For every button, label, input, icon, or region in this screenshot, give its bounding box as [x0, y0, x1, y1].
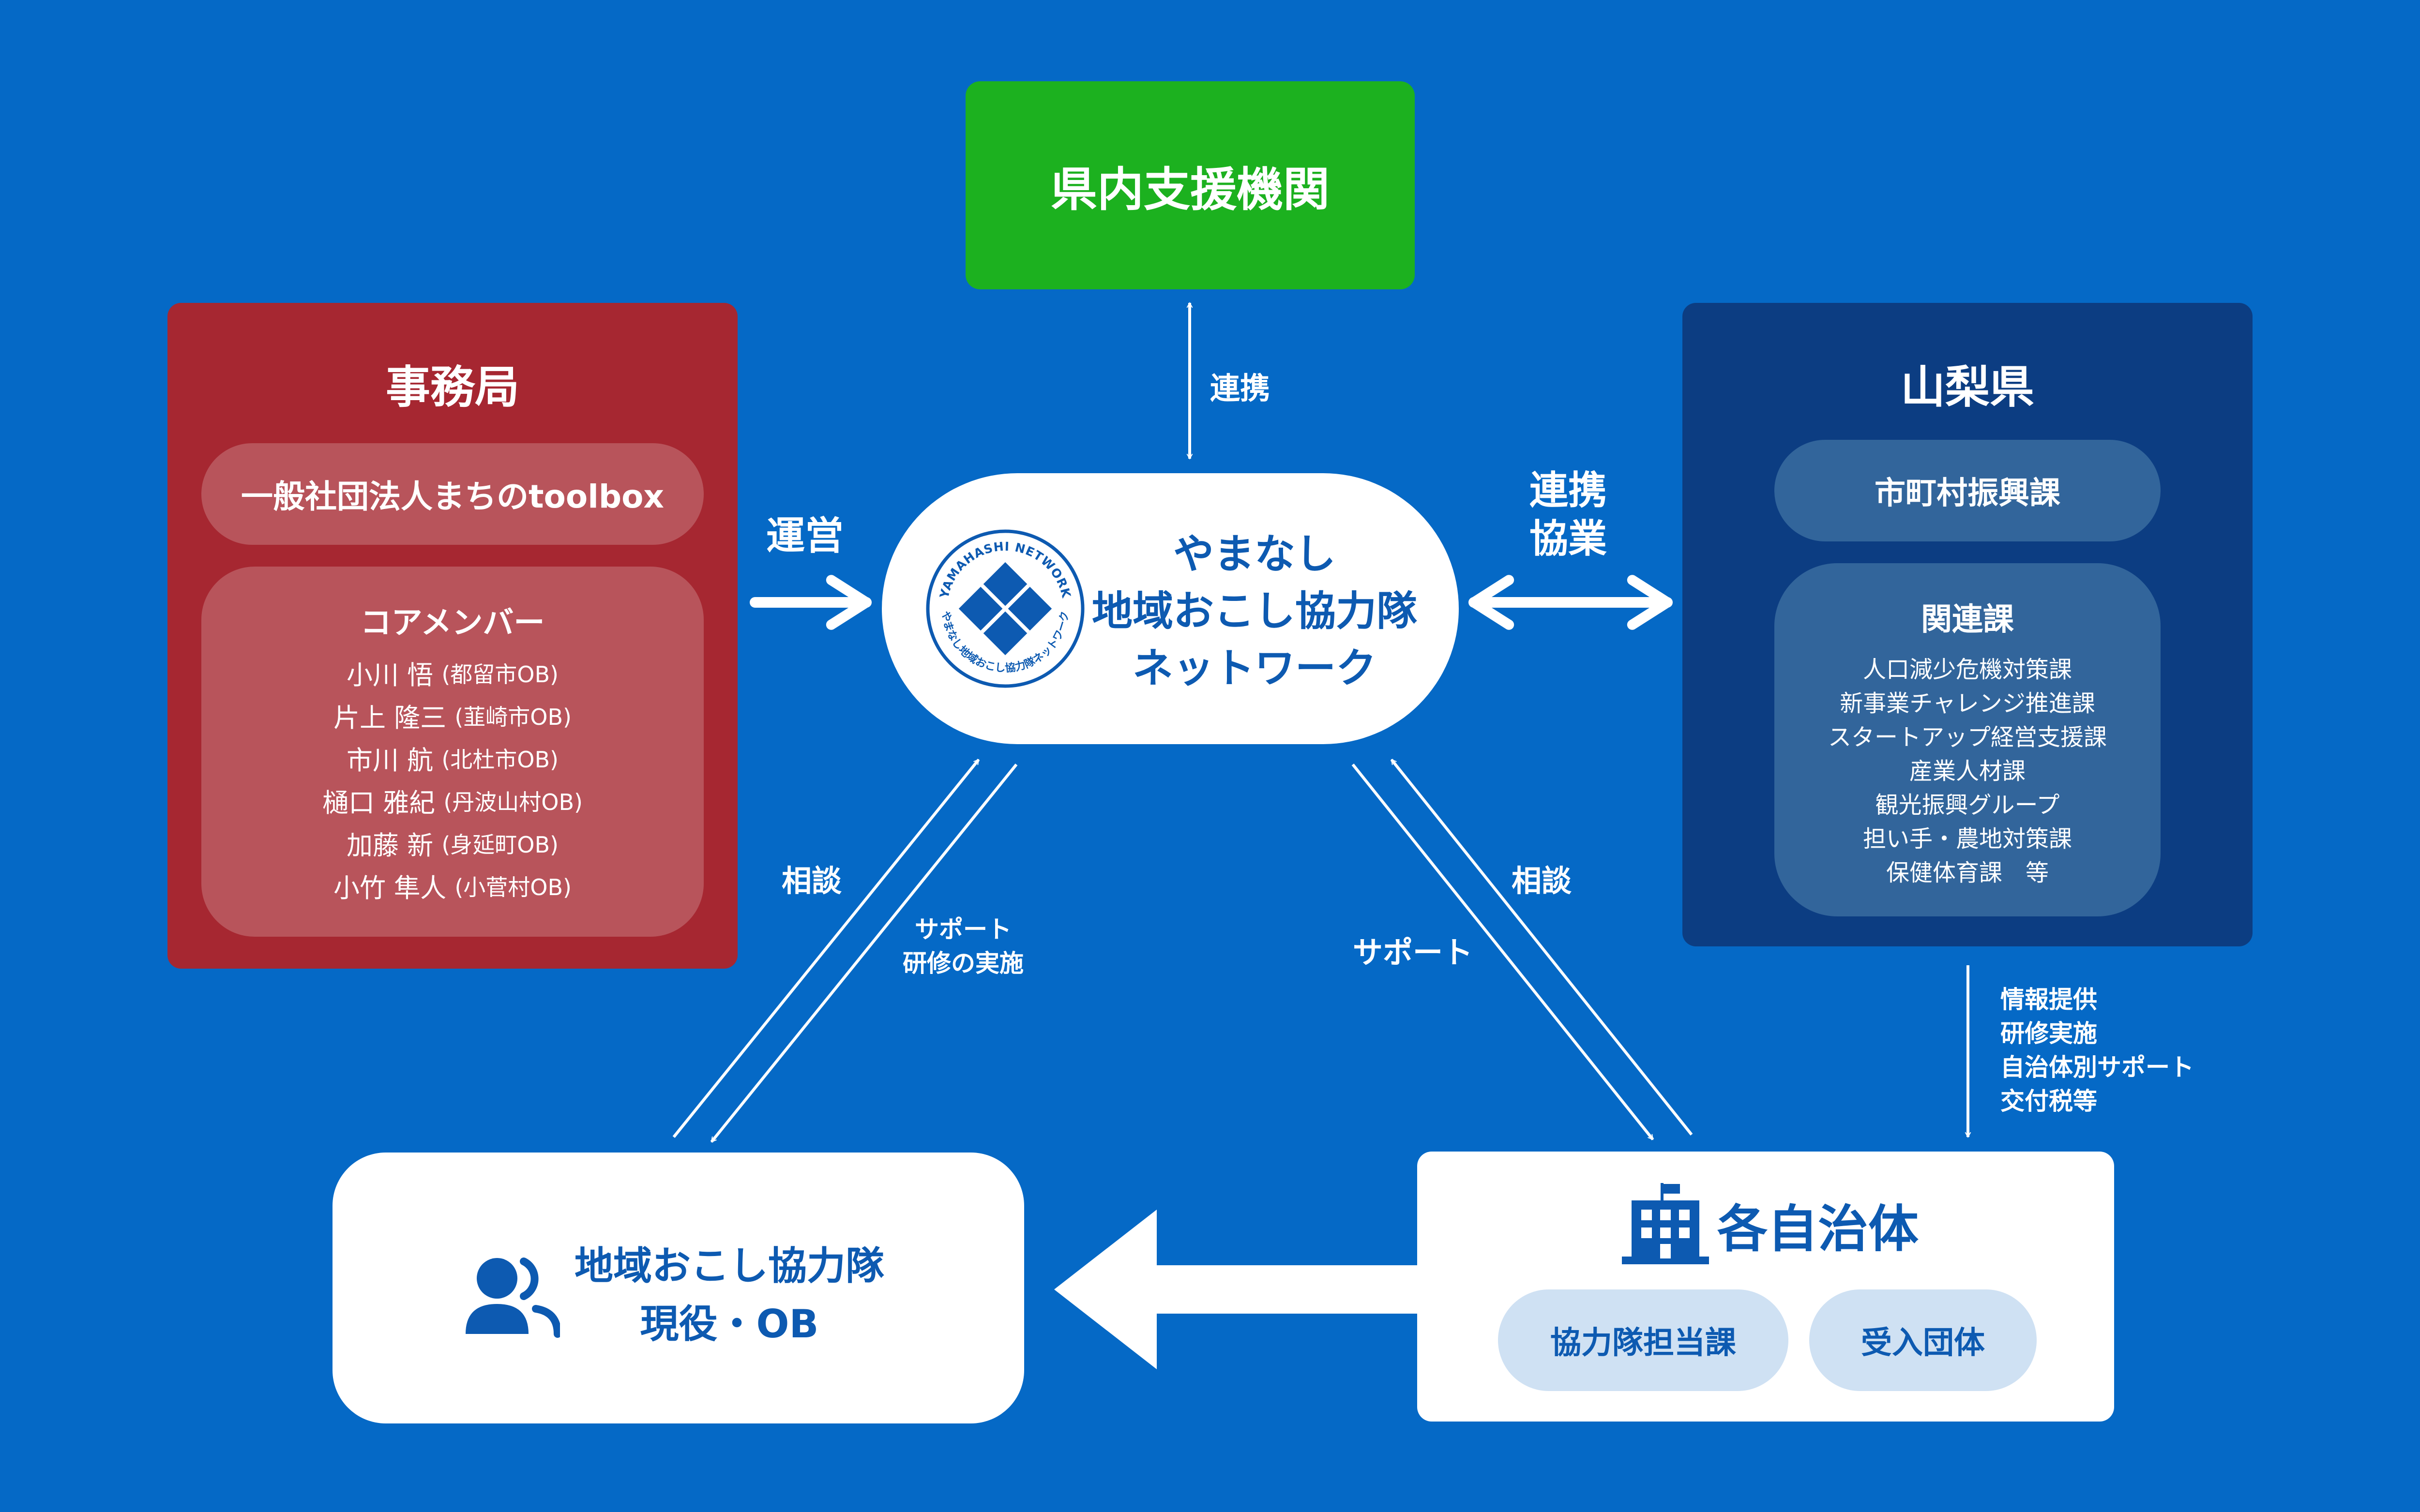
- users-icon: [466, 1258, 560, 1338]
- support-org-title: 県内支援機関: [1051, 162, 1330, 217]
- label-unei: 運営: [766, 513, 844, 558]
- member-item: 加藤 新 (身延町OB): [346, 830, 559, 861]
- label-info-2: 研修実施: [2000, 1019, 2097, 1048]
- member-item: 樋口 雅紀 (丹波山村OB): [322, 788, 583, 818]
- members-line-1: 地域おこし協力隊: [575, 1243, 884, 1288]
- member-item: 小竹 隼人 (小菅村OB): [333, 873, 572, 903]
- members-box: 地域おこし協力隊 現役・OB: [333, 1153, 1024, 1423]
- dept-item: 保健体育課 等: [1886, 859, 2049, 886]
- support-org-box: 県内支援機関: [966, 81, 1415, 289]
- support-right-arrow: [1351, 763, 1654, 1140]
- dept-item: 人口減少危機対策課: [1862, 656, 2072, 683]
- label-soudan-right: 相談: [1512, 863, 1572, 898]
- network-line-3: ネットワーク: [1132, 644, 1376, 692]
- label-renkei: 連携: [1529, 468, 1607, 513]
- network-line-1: やまなし: [1173, 530, 1336, 578]
- dept-item: 担い手・農地対策課: [1862, 825, 2072, 853]
- secretariat-panel: 事務局 一般社団法人まちのtoolbox コアメンバー 小川 悟 (都留市OB)…: [167, 303, 738, 969]
- member-item: 片上 隆三 (韮崎市OB): [333, 703, 572, 733]
- label-support-left-1: サポート: [915, 915, 1012, 943]
- support-left-arrow: [710, 763, 1018, 1143]
- label-info-4: 交付税等: [2000, 1087, 2097, 1115]
- label-info-3: 自治体別サポート: [2000, 1053, 2194, 1081]
- prefecture-section-pill: 市町村振興課: [1774, 440, 2161, 541]
- dept-item: 観光振興グループ: [1875, 792, 2060, 819]
- soudan-right-arrow: [1390, 759, 1693, 1136]
- municipalities-box: 各自治体 協力隊担当課 受入団体: [1417, 1152, 2114, 1422]
- label-kyogyo: 協業: [1529, 516, 1607, 561]
- secretariat-title: 事務局: [385, 361, 519, 413]
- member-item: 市川 航 (北杜市OB): [346, 745, 559, 776]
- building-icon: [1622, 1183, 1709, 1264]
- muni-pill-dept: 協力隊担当課: [1498, 1289, 1788, 1391]
- secretariat-org-pill: 一般社団法人まちのtoolbox: [201, 443, 704, 545]
- network-line-2: 地域おこし協力隊: [1091, 587, 1417, 635]
- network-logo-icon: YAMAHASHI NETWORK やまなし地域おこし協力隊ネットワーク: [926, 529, 1085, 688]
- network-hub: YAMAHASHI NETWORK やまなし地域おこし協力隊ネットワーク やまな…: [882, 473, 1459, 744]
- label-support-left-2: 研修の実施: [903, 949, 1024, 977]
- label-renkei-top: 連携: [1210, 371, 1270, 406]
- core-members-title: コアメンバー: [360, 605, 545, 641]
- municipalities-title: 各自治体: [1717, 1199, 1919, 1258]
- prefecture-panel: 山梨県 市町村振興課 関連課 人口減少危機対策課 新事業チャレンジ推進課 スター…: [1682, 303, 2253, 946]
- related-depts-title: 関連課: [1921, 602, 2014, 638]
- muni-pill-host: 受入団体: [1809, 1289, 2037, 1391]
- dept-item: 産業人材課: [1909, 758, 2026, 785]
- core-members-box: コアメンバー 小川 悟 (都留市OB) 片上 隆三 (韮崎市OB) 市川 航 (…: [201, 567, 704, 937]
- members-line-2: 現役・OB: [640, 1302, 819, 1347]
- prefecture-title: 山梨県: [1900, 361, 2034, 413]
- label-soudan-left: 相談: [782, 863, 842, 898]
- big-left-arrow: [1054, 1210, 1417, 1369]
- label-info-1: 情報提供: [2000, 986, 2097, 1014]
- dept-item: スタートアップ経営支援課: [1828, 724, 2107, 751]
- soudan-left-arrow: [672, 759, 980, 1138]
- member-item: 小川 悟 (都留市OB): [346, 660, 559, 690]
- label-support-right: サポート: [1353, 935, 1473, 970]
- dept-item: 新事業チャレンジ推進課: [1840, 690, 2095, 717]
- related-depts-box: 関連課 人口減少危機対策課 新事業チャレンジ推進課 スタートアップ経営支援課 産…: [1774, 563, 2161, 916]
